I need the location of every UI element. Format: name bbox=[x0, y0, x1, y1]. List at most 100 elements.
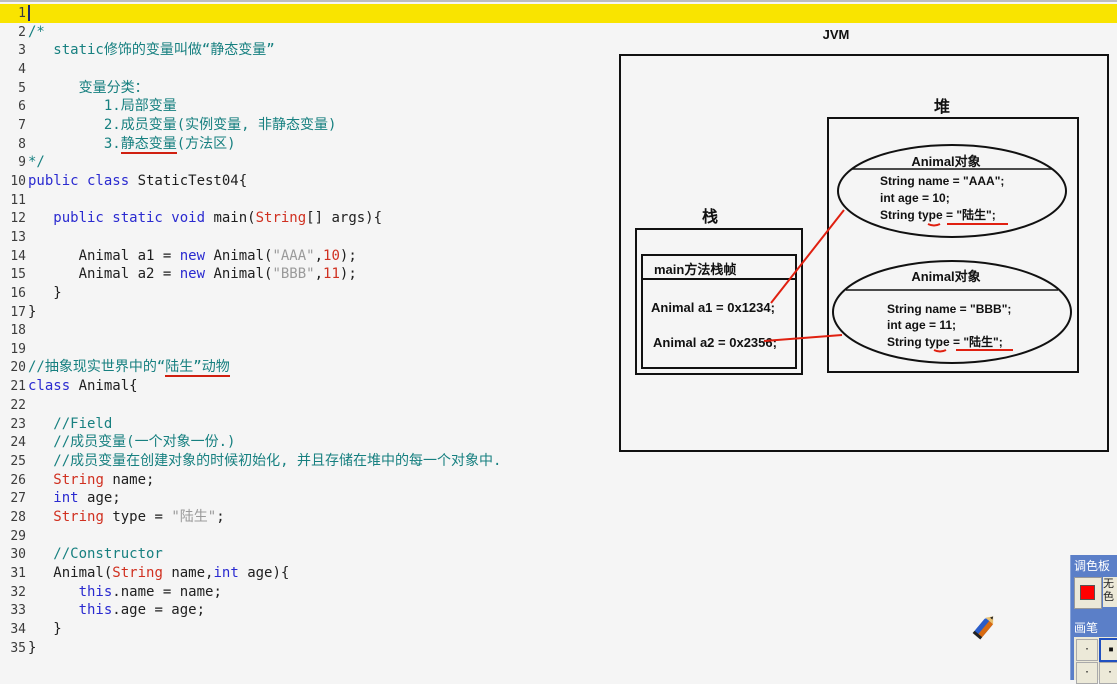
frame-var-a1: Animal a1 = 0x1234; bbox=[651, 300, 775, 315]
code-token: Animal a1 = bbox=[28, 248, 180, 264]
underline-mark bbox=[927, 223, 941, 227]
jvm-label: JVM bbox=[823, 27, 850, 42]
no-color-button[interactable]: 无色 bbox=[1103, 577, 1117, 607]
code-line[interactable]: 26 String name; bbox=[0, 471, 1117, 490]
reference-arrow-a2 bbox=[763, 334, 843, 342]
line-number: 6 bbox=[18, 99, 26, 114]
code-token: String bbox=[112, 565, 172, 581]
current-line[interactable]: 1 bbox=[0, 4, 1117, 23]
code-line[interactable]: 20//抽象现实世界中的“陆生”动物 bbox=[0, 358, 1117, 377]
code-line[interactable]: 6 1.局部变量 bbox=[0, 97, 1117, 116]
heap-object-1: Animal对象 String name = "AAA"; int age = … bbox=[837, 144, 1067, 238]
code-line[interactable]: 33 this.age = age; bbox=[0, 601, 1117, 620]
brush-button[interactable]: · bbox=[1099, 662, 1117, 684]
code-token: (方法区) bbox=[176, 136, 236, 152]
code-token: public static void bbox=[28, 210, 214, 226]
code-line[interactable]: 3 static修饰的变量叫做“静态变量” bbox=[0, 41, 1117, 60]
line-number: 2 bbox=[18, 25, 26, 40]
code-token: 变量分类： bbox=[28, 80, 149, 96]
code-token: Animal a2 = bbox=[28, 266, 180, 282]
code-line[interactable]: 25 //成员变量在创建对象的时候初始化, 并且存储在堆中的每一个对象中. bbox=[0, 452, 1117, 471]
object-field: int age = 10; bbox=[880, 191, 950, 205]
code-token: Animal{ bbox=[78, 378, 138, 394]
line-number: 11 bbox=[10, 193, 26, 208]
code-line[interactable]: 24 //成员变量(一个对象一份.) bbox=[0, 433, 1117, 452]
code-token: */ bbox=[28, 154, 45, 170]
line-number: 10 bbox=[10, 174, 26, 189]
stack-box bbox=[635, 228, 803, 375]
code-line[interactable]: 14 Animal a1 = new Animal("AAA",10); bbox=[0, 247, 1117, 266]
line-number: 16 bbox=[10, 286, 26, 301]
code-token: 2.成员变量(实例变量, 非静态变量) bbox=[28, 117, 337, 133]
line-number: 17 bbox=[10, 305, 26, 320]
line-number: 23 bbox=[10, 417, 26, 432]
code-line[interactable]: 11 bbox=[0, 191, 1117, 210]
palette-panel: 调色板 无色 画笔 · ▪ · · bbox=[1070, 555, 1117, 684]
brush-small-button[interactable]: · bbox=[1076, 639, 1098, 661]
code-line[interactable]: 18 bbox=[0, 321, 1117, 340]
code-token: } bbox=[28, 621, 62, 637]
code-token: } bbox=[28, 640, 37, 656]
code-line[interactable]: 32 this.name = name; bbox=[0, 583, 1117, 602]
code-line[interactable]: 16 } bbox=[0, 284, 1117, 303]
code-line[interactable]: 29 bbox=[0, 527, 1117, 546]
code-token: int bbox=[53, 490, 88, 506]
code-token: static修饰的变量叫做“静态变量” bbox=[28, 42, 275, 58]
code-line[interactable]: 9*/ bbox=[0, 153, 1117, 172]
jvm-box bbox=[619, 54, 1109, 452]
code-line[interactable]: 4 bbox=[0, 60, 1117, 79]
object-title: Animal对象 bbox=[911, 269, 980, 284]
code-token: //Constructor bbox=[28, 546, 163, 562]
code-token: //抽象现实世界中的“ bbox=[28, 359, 166, 375]
code-line[interactable]: 8 3.静态变量(方法区) bbox=[0, 135, 1117, 154]
line-number: 26 bbox=[10, 473, 26, 488]
code-line[interactable]: 15 Animal a2 = new Animal("BBB",11); bbox=[0, 265, 1117, 284]
color-swatch-button[interactable] bbox=[1074, 577, 1102, 609]
code-line[interactable]: 31 Animal(String name,int age){ bbox=[0, 564, 1117, 583]
code-token: .name = name; bbox=[112, 584, 222, 600]
code-token bbox=[28, 584, 79, 600]
frame-var-a2: Animal a2 = 0x2356; bbox=[653, 335, 777, 350]
line-number: 20 bbox=[10, 360, 26, 375]
code-line[interactable]: 35} bbox=[0, 639, 1117, 658]
brush-medium-button[interactable]: ▪ bbox=[1099, 638, 1117, 662]
brush-button[interactable]: · bbox=[1076, 662, 1098, 684]
line-number: 35 bbox=[10, 641, 26, 656]
code-line[interactable]: 19 bbox=[0, 340, 1117, 359]
code-line[interactable]: 30 //Constructor bbox=[0, 545, 1117, 564]
code-line[interactable]: 34 } bbox=[0, 620, 1117, 639]
code-line[interactable]: 28 String type = "陆生"; bbox=[0, 508, 1117, 527]
line-number: 1 bbox=[18, 6, 26, 21]
line-number: 24 bbox=[10, 435, 26, 450]
code-token: /* bbox=[28, 24, 45, 40]
code-line[interactable]: 27 int age; bbox=[0, 489, 1117, 508]
code-token: Animal( bbox=[213, 248, 273, 264]
pencil-cursor-icon bbox=[972, 616, 994, 640]
line-number: 19 bbox=[10, 342, 26, 357]
code-line[interactable]: 7 2.成员变量(实例变量, 非静态变量) bbox=[0, 116, 1117, 135]
code-token: new bbox=[179, 248, 214, 264]
object-title: Animal对象 bbox=[911, 154, 980, 169]
line-number: 29 bbox=[10, 529, 26, 544]
code-token: } bbox=[28, 304, 37, 320]
line-number: 31 bbox=[10, 566, 26, 581]
code-token bbox=[28, 490, 53, 506]
selected-color-swatch bbox=[1080, 585, 1095, 600]
line-number: 27 bbox=[10, 491, 26, 506]
code-line[interactable]: 12 public static void main(String[] args… bbox=[0, 209, 1117, 228]
code-line[interactable]: 13 bbox=[0, 228, 1117, 247]
line-number: 13 bbox=[10, 230, 26, 245]
code-line[interactable]: 17} bbox=[0, 303, 1117, 322]
frame-title: main方法栈帧 bbox=[654, 262, 736, 277]
code-line[interactable]: 2/* bbox=[0, 23, 1117, 42]
code-token: String bbox=[53, 509, 113, 525]
code-line[interactable]: 22 bbox=[0, 396, 1117, 415]
code-line[interactable]: 5 变量分类： bbox=[0, 79, 1117, 98]
object-field: String type = "陆生"; bbox=[880, 207, 996, 222]
code-token: 1.局部变量 bbox=[28, 98, 177, 114]
code-token: } bbox=[28, 285, 62, 301]
code-line[interactable]: 23 //Field bbox=[0, 415, 1117, 434]
